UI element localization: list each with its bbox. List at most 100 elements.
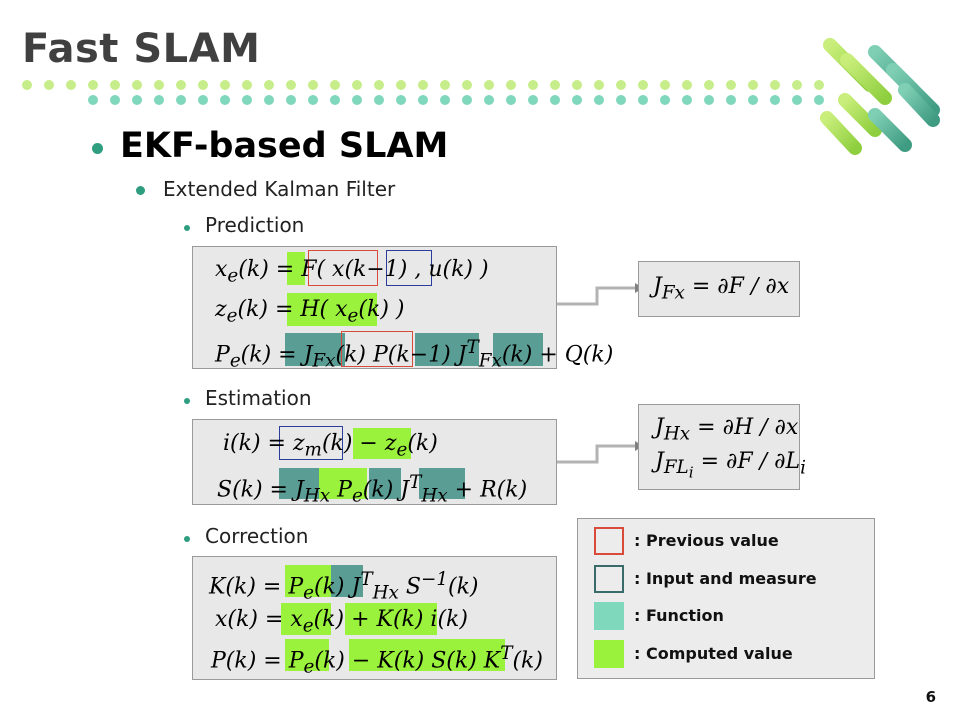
decorative-dot	[594, 95, 604, 105]
decorative-dot	[682, 80, 692, 90]
decorative-dot	[66, 80, 76, 90]
function-highlight	[419, 468, 465, 499]
decorative-dot	[550, 95, 560, 105]
decorative-dot	[352, 95, 362, 105]
decorative-dot	[748, 95, 758, 105]
decorative-dot	[528, 95, 538, 105]
legend-swatch	[594, 527, 624, 555]
decorative-dot	[286, 80, 296, 90]
input-box	[386, 250, 432, 286]
function-highlight	[279, 468, 319, 499]
decorative-dot	[308, 80, 318, 90]
decorative-dot	[242, 95, 252, 105]
slide-title: Fast SLAM	[22, 26, 261, 72]
function-highlight	[369, 468, 401, 499]
decorative-dot	[396, 80, 406, 90]
decorative-dot	[660, 95, 670, 105]
decorative-dot	[88, 95, 98, 105]
legend-swatch	[594, 602, 624, 630]
correction-equations-panel: K(k) = Pe(k) JTHx S−1(k) x(k) = xe(k) + …	[192, 556, 557, 680]
decorative-dot	[638, 95, 648, 105]
decorative-dot	[242, 80, 252, 90]
computed-value-highlight	[285, 565, 331, 597]
level3-bullet-icon	[184, 536, 190, 542]
computed-value-highlight	[281, 603, 331, 635]
decorative-dot	[110, 80, 120, 90]
decorative-dot	[154, 95, 164, 105]
jacobian-hx-equation: JHx = ∂H ∕ ∂x	[655, 415, 799, 445]
legend-swatch	[594, 565, 624, 593]
decorative-dot	[418, 95, 428, 105]
decorative-dot	[550, 80, 560, 90]
arrow-connector-icon	[557, 441, 643, 464]
decorative-dot	[132, 80, 142, 90]
equation-prediction-state: xe(k) = F( x(k−1) , u(k) )	[215, 257, 489, 287]
previous-value-box	[308, 250, 378, 286]
computed-value-highlight	[349, 639, 505, 671]
decorative-dot	[484, 95, 494, 105]
function-highlight	[415, 333, 479, 366]
decorative-dot	[484, 80, 494, 90]
equation-innovation-covariance: S(k) = JHx Pe(k) JTHx + R(k)	[217, 472, 528, 507]
decorative-dot	[462, 80, 472, 90]
decorative-dot	[726, 95, 736, 105]
computed-value-highlight	[353, 428, 411, 459]
decorative-dot	[704, 95, 714, 105]
decorative-dot	[374, 95, 384, 105]
equation-state-update: x(k) = xe(k) + K(k) i(k)	[215, 607, 468, 637]
equation-kalman-gain: K(k) = Pe(k) JTHx S−1(k)	[209, 569, 479, 604]
previous-value-box	[341, 331, 413, 367]
decorative-dot	[44, 80, 54, 90]
decorative-dot	[506, 95, 516, 105]
decorative-dot	[220, 80, 230, 90]
level1-bullet-icon	[92, 143, 103, 154]
decorative-dot	[154, 80, 164, 90]
legend-label: : Previous value	[634, 531, 779, 550]
decorative-dot	[704, 80, 714, 90]
equation-covariance-update: P(k) = Pe(k) − K(k) S(k) KT(k)	[211, 643, 543, 678]
decorative-dot	[792, 95, 802, 105]
decorative-dot	[330, 95, 340, 105]
section-estimation-label: Estimation	[205, 386, 312, 410]
decorative-dot	[264, 95, 274, 105]
level3-bullet-icon	[184, 225, 190, 231]
decorative-dot	[462, 95, 472, 105]
decorative-dot	[264, 80, 274, 90]
jacobian-estimation-box: JHx = ∂H ∕ ∂x JFLi = ∂F ∕ ∂Li	[638, 404, 806, 490]
computed-value-highlight	[287, 252, 305, 285]
decorative-dot	[176, 95, 186, 105]
legend-label: : Input and measure	[634, 569, 817, 588]
sub-heading: Extended Kalman Filter	[163, 177, 396, 201]
decorative-dot	[572, 95, 582, 105]
decorative-dot	[396, 95, 406, 105]
jacobian-prediction-box: JFx = ∂F ∕ ∂x	[638, 261, 800, 317]
measure-box	[279, 426, 343, 460]
decorative-dot	[814, 80, 824, 90]
function-highlight	[331, 565, 363, 597]
decorative-dot	[572, 80, 582, 90]
prediction-equations-panel: xe(k) = F( x(k−1) , u(k) ) ze(k) = H( xe…	[192, 246, 613, 372]
page-number: 6	[925, 688, 936, 706]
computed-value-highlight	[345, 603, 437, 635]
section-prediction-label: Prediction	[205, 213, 305, 237]
decorative-dot	[616, 80, 626, 90]
decorative-dot	[638, 80, 648, 90]
main-heading: EKF-based SLAM	[120, 126, 449, 166]
jacobian-fx-equation: JFx = ∂F ∕ ∂x	[653, 274, 790, 304]
decorative-dot	[110, 95, 120, 105]
decorative-dot	[682, 95, 692, 105]
decorative-dot	[792, 80, 802, 90]
decorative-dot	[132, 95, 142, 105]
decorative-dot	[748, 80, 758, 90]
section-correction-label: Correction	[205, 524, 309, 548]
decorative-dot	[660, 80, 670, 90]
decorative-dot	[198, 80, 208, 90]
decorative-dot	[374, 80, 384, 90]
decorative-dot	[198, 95, 208, 105]
legend: : Previous value: Input and measure: Fun…	[577, 518, 875, 679]
legend-label: : Computed value	[634, 644, 793, 663]
decorative-dot	[506, 80, 516, 90]
decorative-dot	[594, 80, 604, 90]
decorative-dot	[22, 80, 32, 90]
jacobian-fl-equation: JFLi = ∂F ∕ ∂Li	[655, 449, 806, 483]
